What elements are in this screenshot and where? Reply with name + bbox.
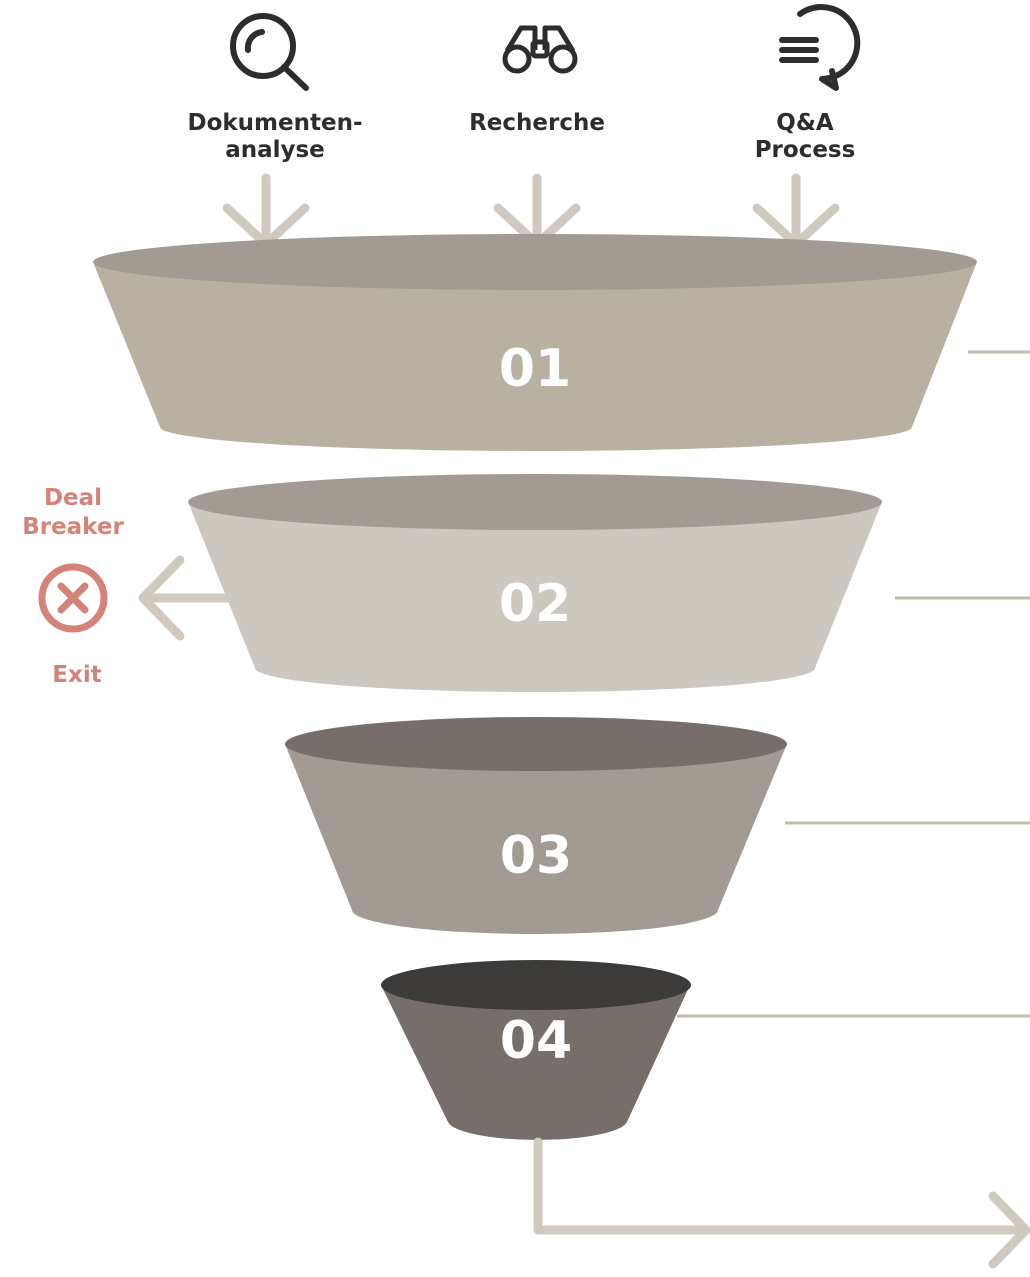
x-circle-icon [38, 563, 108, 633]
exit-label: Exit [52, 662, 101, 688]
funnel-stage-03: 03 [285, 717, 787, 934]
binoculars-icon [502, 25, 578, 74]
stage-03-label: 03 [500, 826, 572, 886]
stage-02-label: 02 [499, 574, 571, 634]
stage-03-body [285, 744, 787, 934]
stage-02-body [188, 502, 882, 692]
funnel-stage-02: 02 [188, 474, 882, 692]
deal-breaker-title-line2: Breaker [22, 514, 124, 540]
stage-04-body [381, 985, 690, 1140]
stage-01-label: 01 [499, 339, 571, 399]
chat-bubble-icon [779, 4, 861, 91]
output-arrow-icon [533, 1137, 1030, 1269]
stage-03-top [285, 717, 787, 771]
stage-01-body [93, 262, 977, 451]
input-label-3-line1: Q&A [776, 110, 834, 136]
input-label-3-line2: Process [755, 137, 856, 163]
input-label-2: Recherche [469, 110, 605, 136]
magnifier-icon [230, 13, 309, 91]
connector-line [677, 350, 1030, 1018]
input-label-1-line1: Dokumenten- [187, 110, 362, 136]
funnel-stage-01: 01 [93, 234, 977, 451]
input-label-1-line2: analyse [225, 137, 325, 163]
funnel-stage-04: 04 [381, 960, 691, 1140]
down-arrow-icon [222, 173, 310, 249]
stage-02-top [188, 474, 882, 530]
down-arrow-icon [752, 173, 840, 249]
exit-arrow-icon [138, 555, 237, 641]
stage-04-top [381, 960, 691, 1010]
stage-04-label: 04 [500, 1011, 572, 1071]
stage-01-top [93, 234, 977, 290]
deal-breaker-title-line1: Deal [44, 485, 102, 511]
